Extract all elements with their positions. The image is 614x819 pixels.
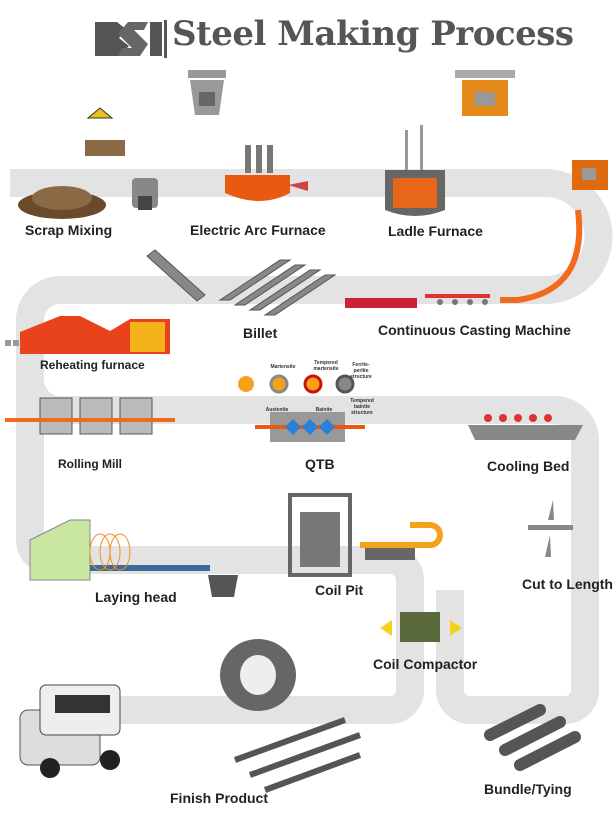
label-laying-head: Laying head xyxy=(95,589,177,605)
label-rolling-mill: Rolling Mill xyxy=(58,457,122,471)
label-ladle-furnace: Ladle Furnace xyxy=(388,223,483,239)
qtb-icon xyxy=(238,374,365,442)
label-austenite: Austenite xyxy=(265,407,289,413)
coil-compactor-icon xyxy=(380,612,462,642)
wire-coil-icon xyxy=(220,639,296,711)
label-tempered-martensite: Tempered martensite xyxy=(313,360,339,372)
label-reheating-furnace: Reheating furnace xyxy=(40,358,145,372)
label-scrap-mixing: Scrap Mixing xyxy=(25,222,113,238)
label-coil-compactor: Coil Compactor xyxy=(373,656,478,672)
rolling-mill-icon xyxy=(5,397,175,435)
rebar-icon xyxy=(233,717,362,793)
label-bundle-tying: Bundle/Tying xyxy=(484,781,572,797)
ladle-icon xyxy=(188,70,226,115)
ladle-furnace-icon xyxy=(385,125,445,216)
label-electric-arc-furnace: Electric Arc Furnace xyxy=(190,222,326,238)
label-cooling-bed: Cooling Bed xyxy=(487,458,570,474)
page-title: Steel Making Process xyxy=(172,14,574,54)
label-cut-to-length: Cut to Length xyxy=(522,576,613,592)
label-tempered-bainite: Tempered bainite structure xyxy=(350,398,374,416)
label-ferrite-pearlite: Ferrite-perlite structure xyxy=(350,362,372,380)
reheating-furnace-icon xyxy=(5,316,170,354)
label-coil-pit: Coil Pit xyxy=(315,582,364,598)
bundle-icon xyxy=(484,704,581,771)
bsi-logo xyxy=(95,20,167,58)
scrap-pile-icon xyxy=(18,107,125,219)
process-track xyxy=(10,169,613,724)
scrap-bucket-icon xyxy=(132,178,158,210)
label-finish-product: Finish Product xyxy=(170,790,268,806)
continuous-casting-icon xyxy=(345,160,608,308)
coil-pit-icon xyxy=(288,493,443,577)
label-bainite: Bainite xyxy=(315,407,333,413)
laying-head-icon xyxy=(29,519,238,597)
label-martensite: Martensite xyxy=(270,364,296,370)
electric-arc-furnace-icon xyxy=(225,145,308,201)
billet-icon xyxy=(146,249,337,316)
label-billet: Billet xyxy=(243,325,278,341)
label-qtb: QTB xyxy=(305,456,335,472)
shear-icon xyxy=(528,500,573,557)
truck-icon xyxy=(19,684,121,778)
tundish-crane-icon xyxy=(455,70,515,116)
label-continuous-casting: Continuous Casting Machine xyxy=(378,322,571,338)
cooling-bed-icon xyxy=(468,414,583,440)
